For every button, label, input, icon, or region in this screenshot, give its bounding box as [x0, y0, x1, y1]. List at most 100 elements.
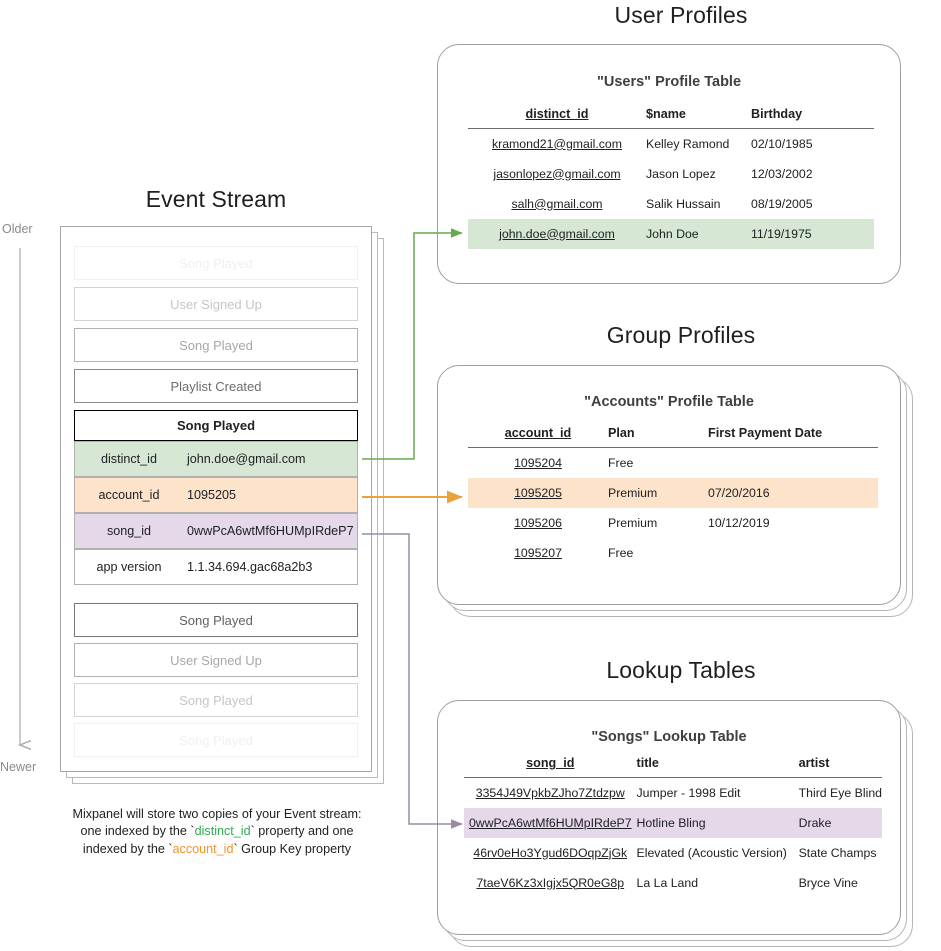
cell-title: Hotline Bling	[636, 807, 799, 838]
cell-title: Elevated (Acoustic Version)	[636, 845, 787, 860]
cell-distinct-id: salh@gmail.com	[511, 196, 603, 211]
cell-song-id: 7taeV6Kz3xIgjx5QR0eG8p	[476, 875, 625, 890]
event-card[interactable]: User Signed Up	[74, 643, 358, 677]
axis-label-older: Older	[2, 222, 33, 236]
section-title-user-profiles: User Profiles	[614, 2, 748, 28]
section-title-event-stream: Event Stream	[145, 186, 287, 212]
event-card[interactable]: User Signed Up	[74, 287, 358, 321]
cell-account-id: 1095207	[514, 545, 562, 560]
table-row[interactable]: 46rv0eHo3Ygud6DOqpZjGk Elevated (Acousti…	[464, 838, 882, 868]
cell-plan: Premium	[608, 515, 658, 530]
event-property-value: john.doe@gmail.com	[187, 452, 306, 466]
cell-account-id: 1095205	[468, 477, 608, 508]
table-header-row: distinct_id $name Birthday	[468, 107, 874, 129]
event-card[interactable]: Song Played	[74, 246, 358, 280]
event-property-row-song-id: song_id 0wwPcA6wtMf6HUMpIRdeP7	[74, 513, 358, 549]
table-header-row: account_id Plan First Payment Date	[468, 426, 878, 448]
cell-song-id: 3354J49VpkbZJho7Ztdzpw	[475, 785, 625, 800]
accounts-table: account_id Plan First Payment Date 10952…	[468, 426, 878, 568]
cell-birthday: 11/19/1975	[751, 218, 874, 249]
table-row[interactable]: 7taeV6Kz3xIgjx5QR0eG8p La La Land Bryce …	[464, 868, 882, 898]
accounts-table-title: "Accounts" Profile Table	[584, 394, 754, 410]
table-row[interactable]: jasonlopez@gmail.com Jason Lopez 12/03/2…	[468, 159, 874, 189]
songs-lookup-card: "Songs" Lookup Table song_id title artis…	[437, 700, 901, 935]
cell-plan: Free	[608, 455, 634, 470]
event-card[interactable]: Song Played	[74, 723, 358, 757]
cell-first-payment-date: 10/12/2019	[708, 515, 770, 530]
cell-title: La La Land	[636, 875, 699, 890]
column-header-account-id: account_id	[504, 426, 572, 440]
event-card[interactable]: Song Played	[74, 683, 358, 717]
cell-artist: Third Eye Blind	[798, 785, 882, 800]
column-header-first-payment-date: First Payment Date	[708, 426, 823, 440]
caption-distinct-id-token: distinct_id	[194, 824, 251, 839]
column-header-distinct-id: distinct_id	[525, 107, 589, 121]
cell-song-id: 46rv0eHo3Ygud6DOqpZjGk	[473, 845, 628, 860]
caption-line-3-prefix: indexed by the `	[82, 841, 173, 856]
section-title-group-profiles: Group Profiles	[606, 322, 756, 348]
cell-account-id: 1095204	[514, 455, 562, 470]
accounts-profile-card: "Accounts" Profile Table account_id Plan…	[437, 365, 901, 605]
cell-first-payment-date	[708, 448, 878, 478]
table-row[interactable]: kramond21@gmail.com Kelley Ramond 02/10/…	[468, 129, 874, 159]
column-header-plan: Plan	[608, 426, 635, 440]
table-row[interactable]: 1095204 Free	[468, 448, 878, 478]
caption-line-2: one indexed by the `distinct_id` propert…	[47, 823, 387, 840]
event-card[interactable]: Playlist Created	[74, 369, 358, 403]
cell-birthday: 02/10/1985	[751, 136, 813, 151]
caption-line-1: Mixpanel will store two copies of your E…	[72, 807, 362, 821]
table-row[interactable]: 3354J49VpkbZJho7Ztdzpw Jumper - 1998 Edi…	[464, 778, 882, 808]
cell-artist: Bryce Vine	[798, 875, 858, 890]
songs-table: song_id title artist 3354J49VpkbZJho7Ztd…	[464, 756, 882, 898]
event-card-label: Playlist Created	[170, 378, 262, 394]
event-property-key: song_id	[106, 524, 152, 538]
table-row[interactable]: salh@gmail.com Salik Hussain 08/19/2005	[468, 189, 874, 219]
table-header-row: song_id title artist	[464, 756, 882, 778]
caption-line-2-prefix: one indexed by the `	[80, 824, 195, 839]
event-card[interactable]: Song Played	[74, 328, 358, 362]
table-row[interactable]: 1095207 Free	[468, 538, 878, 568]
table-row-highlighted[interactable]: john.doe@gmail.com John Doe 11/19/1975	[468, 218, 874, 249]
column-header-name: $name	[646, 107, 686, 121]
table-row-highlighted[interactable]: 1095205 Premium 07/20/2016	[468, 477, 878, 508]
cell-distinct-id: jasonlopez@gmail.com	[493, 166, 621, 181]
expanded-event-card[interactable]: Song Played distinct_id john.doe@gmail.c…	[74, 410, 358, 587]
caption-text: Mixpanel will store two copies of your E…	[47, 806, 387, 858]
cell-name: Salik Hussain	[646, 196, 721, 211]
event-card-label: Song Played	[179, 255, 253, 271]
event-property-key: distinct_id	[100, 452, 157, 466]
caption-line-3-suffix: ` Group Key property	[233, 841, 352, 856]
event-card-label: User Signed Up	[170, 652, 262, 668]
column-header-song-id: song_id	[526, 756, 575, 770]
event-property-row-app-version: app version 1.1.34.694.gac68a2b3	[74, 549, 358, 585]
event-property-value: 1095205	[187, 488, 237, 502]
caption-line-3: indexed by the `account_id` Group Key pr…	[47, 841, 387, 858]
songs-table-title: "Songs" Lookup Table	[591, 729, 747, 745]
column-header-artist: artist	[798, 756, 830, 770]
event-property-value: 0wwPcA6wtMf6HUMpIRdeP7	[187, 524, 354, 538]
cell-name: John Doe	[646, 218, 751, 249]
cell-first-payment-date: 07/20/2016	[708, 477, 878, 508]
table-row-highlighted[interactable]: 0wwPcA6wtMf6HUMpIRdeP7 Hotline Bling Dra…	[464, 807, 882, 838]
cell-title: Jumper - 1998 Edit	[636, 785, 741, 800]
users-table: distinct_id $name Birthday kramond21@gma…	[468, 107, 874, 249]
table-row[interactable]: 1095206 Premium 10/12/2019	[468, 508, 878, 538]
event-property-row-account-id: account_id 1095205	[74, 477, 358, 513]
users-table-title: "Users" Profile Table	[596, 74, 742, 90]
section-title-lookup-tables: Lookup Tables	[606, 657, 756, 683]
axis-label-newer: Newer	[0, 760, 37, 774]
expanded-event-name: Song Played	[74, 410, 358, 441]
event-card-label: Song Played	[179, 692, 253, 708]
users-profile-card: "Users" Profile Table distinct_id $name …	[437, 44, 901, 284]
column-header-title: title	[636, 756, 659, 770]
event-property-key: app version	[96, 560, 162, 574]
cell-distinct-id: john.doe@gmail.com	[468, 218, 646, 249]
event-property-value: 1.1.34.694.gac68a2b3	[187, 560, 313, 574]
cell-birthday: 12/03/2002	[751, 166, 813, 181]
event-card[interactable]: Song Played	[74, 603, 358, 637]
caption-account-id-token: account_id	[172, 841, 234, 856]
caption-line-2-suffix: ` property and one	[250, 824, 354, 839]
cell-plan: Premium	[608, 477, 708, 508]
cell-first-payment-date	[708, 538, 878, 568]
